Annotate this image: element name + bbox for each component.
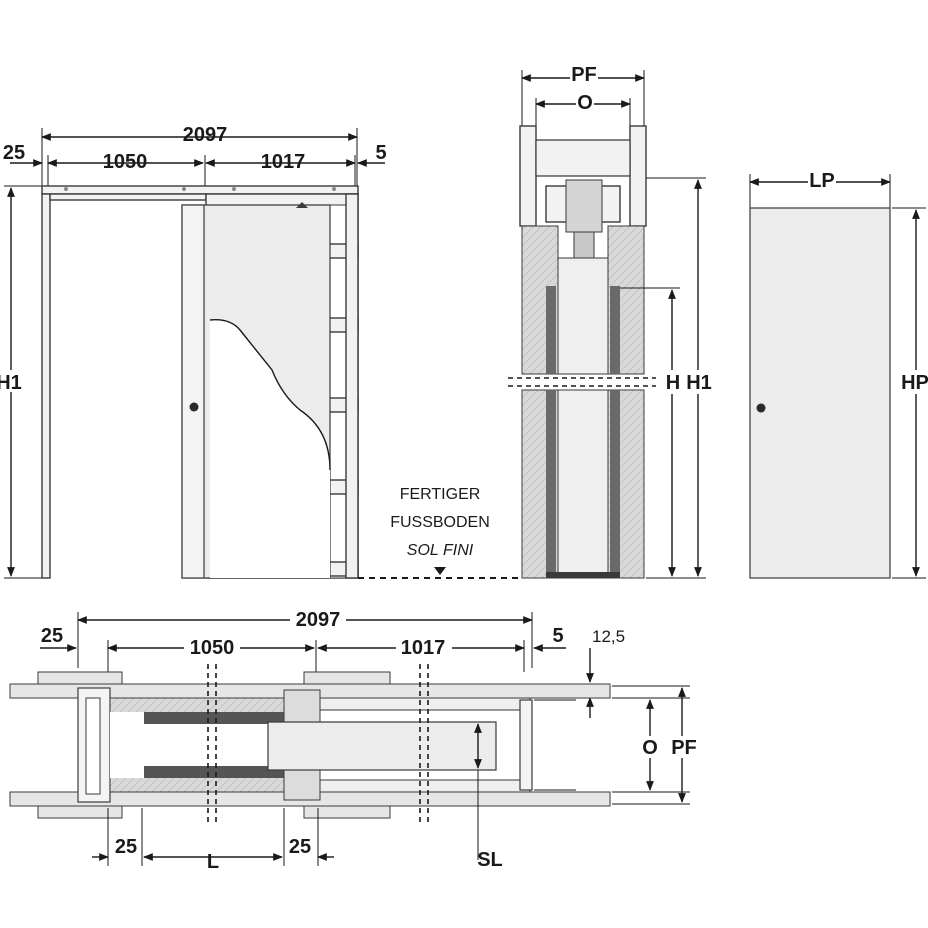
plan-right-part-label: 1017 [401, 637, 446, 659]
front-left-part-label: 1050 [103, 151, 148, 173]
front-height-label: H1 [0, 372, 22, 394]
front-right-offset-label: 5 [375, 142, 386, 164]
plan-sl-label: SL [477, 849, 503, 871]
front-left-offset-label: 25 [3, 142, 25, 164]
plan-right-offset-label: 5 [552, 625, 563, 647]
plan-left-offset-label: 25 [41, 625, 63, 647]
plan-bottom-l-label: L [207, 851, 219, 873]
leaf-handle-icon [756, 403, 766, 413]
plan-wall-offset-label: 12,5 [592, 627, 625, 646]
floor-label-line1: FERTIGER [400, 486, 481, 503]
section-o-label: O [577, 92, 593, 114]
door-leaf-view: LP HP [749, 170, 928, 579]
section-view: PF O H H1 [508, 64, 712, 579]
floor-label-line3: SOL FINI [407, 542, 474, 559]
front-right-part-label: 1017 [261, 151, 306, 173]
section-pf-label: PF [571, 64, 597, 86]
front-part-dimensions: 1050 1017 25 5 [3, 142, 387, 190]
front-view: 2097 1050 1017 25 5 H1 [0, 124, 520, 579]
front-overall-width-label: 2097 [183, 124, 228, 146]
door-handle-icon [189, 402, 199, 412]
plan-overall-width-label: 2097 [296, 609, 341, 631]
floor-label-line2: FUSSBODEN [390, 514, 490, 531]
plan-bottom-right-label: 25 [289, 836, 311, 858]
plan-o-label: O [642, 737, 658, 759]
plan-view: 2097 1050 1017 25 5 12,5 [9, 606, 698, 873]
plan-pf-label: PF [671, 737, 697, 759]
leaf-width-label: LP [809, 170, 835, 192]
front-overall-dimension: 2097 [41, 124, 358, 190]
front-height-dimension: H1 [0, 185, 42, 579]
section-h1-label: H1 [686, 372, 712, 394]
door-frame [41, 185, 359, 579]
section-h-label: H [666, 372, 680, 394]
plan-bottom-left-label: 25 [115, 836, 137, 858]
leaf-height-label: HP [901, 372, 928, 394]
floor-label: FERTIGER FUSSBODEN SOL FINI [390, 486, 490, 575]
plan-left-part-label: 1050 [190, 637, 235, 659]
